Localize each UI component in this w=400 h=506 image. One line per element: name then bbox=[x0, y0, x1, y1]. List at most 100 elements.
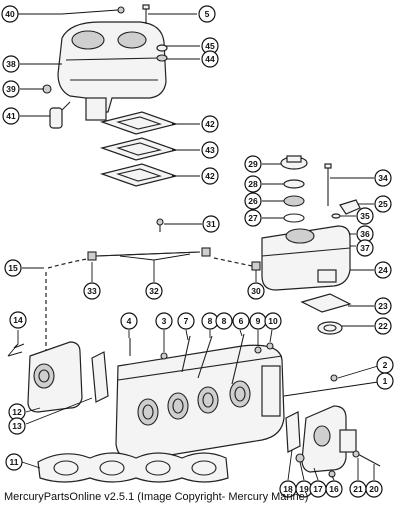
callout-35: 35 bbox=[356, 207, 374, 225]
washer-part-45 bbox=[156, 44, 168, 52]
callout-4: 4 bbox=[120, 312, 138, 330]
gasket-part-42-lower bbox=[99, 163, 179, 187]
callout-37: 37 bbox=[356, 239, 374, 257]
callout-34: 34 bbox=[374, 169, 392, 187]
callout-5: 5 bbox=[198, 5, 216, 23]
gasket-part-11 bbox=[37, 452, 229, 483]
callout-22: 22 bbox=[374, 317, 392, 335]
svg-text:24: 24 bbox=[378, 265, 388, 275]
svg-text:2: 2 bbox=[383, 360, 388, 370]
svg-text:34: 34 bbox=[378, 173, 388, 183]
svg-text:10: 10 bbox=[268, 316, 278, 326]
svg-text:33: 33 bbox=[87, 286, 97, 296]
gasket-part-23 bbox=[300, 293, 352, 313]
svg-text:17: 17 bbox=[313, 484, 323, 494]
callout-25: 25 bbox=[374, 195, 392, 213]
o-ring-part-27 bbox=[283, 213, 305, 223]
small-parts-16-18-20-21 bbox=[295, 450, 381, 478]
washer-part-35 bbox=[331, 213, 341, 219]
callout-15: 15 bbox=[4, 259, 22, 277]
callout-18: 18 bbox=[279, 480, 297, 498]
gasket-part-43 bbox=[99, 137, 179, 161]
gasket-part-28 bbox=[283, 179, 305, 189]
seal-part-26 bbox=[283, 195, 305, 207]
callout-38: 38 bbox=[2, 55, 20, 73]
svg-text:41: 41 bbox=[6, 111, 16, 121]
screw-part-31 bbox=[156, 218, 164, 232]
callout-13: 13 bbox=[8, 417, 26, 435]
gasket-part-13 bbox=[91, 351, 109, 403]
svg-text:9: 9 bbox=[256, 316, 261, 326]
svg-text:5: 5 bbox=[205, 9, 210, 19]
callout-8-a: 8 bbox=[201, 312, 219, 330]
callout-44: 44 bbox=[201, 50, 219, 68]
svg-text:43: 43 bbox=[205, 145, 215, 155]
callout-30: 30 bbox=[247, 282, 265, 300]
svg-text:42: 42 bbox=[205, 171, 215, 181]
svg-text:12: 12 bbox=[12, 407, 22, 417]
svg-text:26: 26 bbox=[248, 196, 258, 206]
callout-42-lower: 42 bbox=[201, 167, 219, 185]
leader-lines bbox=[7, 9, 379, 481]
pressure-cap-part-29 bbox=[280, 155, 308, 170]
callout-33: 33 bbox=[83, 282, 101, 300]
callout-2: 2 bbox=[376, 356, 394, 374]
svg-text:35: 35 bbox=[360, 211, 370, 221]
svg-text:4: 4 bbox=[127, 316, 132, 326]
svg-text:27: 27 bbox=[248, 213, 258, 223]
hose-assembly bbox=[45, 247, 261, 350]
svg-text:16: 16 bbox=[329, 484, 339, 494]
svg-text:15: 15 bbox=[8, 263, 18, 273]
drain-plug-part-40 bbox=[117, 6, 125, 14]
svg-text:28: 28 bbox=[248, 179, 258, 189]
callout-8-b: 8 bbox=[215, 312, 233, 330]
thermostat-housing-part-17 bbox=[301, 405, 357, 473]
nut-part-44 bbox=[156, 54, 168, 62]
svg-text:40: 40 bbox=[5, 9, 15, 19]
svg-text:42: 42 bbox=[205, 119, 215, 129]
clip-part-25 bbox=[339, 199, 361, 215]
callout-17: 17 bbox=[309, 480, 327, 498]
fitting-part-39 bbox=[42, 84, 52, 94]
svg-text:11: 11 bbox=[10, 457, 19, 467]
svg-text:18: 18 bbox=[283, 484, 293, 494]
callout-16: 16 bbox=[325, 480, 343, 498]
callout-26: 26 bbox=[244, 192, 262, 210]
callout-3: 3 bbox=[155, 312, 173, 330]
callout-42-upper: 42 bbox=[201, 115, 219, 133]
callout-9: 9 bbox=[249, 312, 267, 330]
callout-31: 31 bbox=[202, 215, 220, 233]
studs-parts-3-10 bbox=[129, 333, 338, 385]
svg-text:19: 19 bbox=[299, 484, 309, 494]
svg-text:39: 39 bbox=[6, 84, 16, 94]
svg-text:22: 22 bbox=[378, 321, 388, 331]
gasket-part-42-upper bbox=[99, 111, 179, 135]
callout-14: 14 bbox=[9, 311, 27, 329]
callout-41: 41 bbox=[2, 107, 20, 125]
callout-39: 39 bbox=[2, 80, 20, 98]
callouts: 40 5 45 44 38 39 41 42 43 42 29 28 26 27… bbox=[1, 5, 394, 498]
reservoir-tank-part-24 bbox=[261, 225, 351, 291]
svg-text:45: 45 bbox=[205, 41, 215, 51]
callout-24: 24 bbox=[374, 261, 392, 279]
callout-11: 11 bbox=[5, 453, 23, 471]
callout-29: 29 bbox=[244, 155, 262, 173]
svg-text:7: 7 bbox=[184, 316, 189, 326]
svg-text:1: 1 bbox=[383, 376, 388, 386]
svg-text:44: 44 bbox=[205, 54, 215, 64]
callout-40: 40 bbox=[1, 5, 19, 23]
svg-text:6: 6 bbox=[239, 316, 244, 326]
callout-21: 21 bbox=[349, 480, 367, 498]
svg-text:31: 31 bbox=[206, 219, 216, 229]
svg-text:3: 3 bbox=[162, 316, 167, 326]
svg-text:38: 38 bbox=[6, 59, 16, 69]
callout-43: 43 bbox=[201, 141, 219, 159]
svg-text:23: 23 bbox=[378, 301, 388, 311]
svg-text:8: 8 bbox=[208, 316, 213, 326]
callout-32: 32 bbox=[145, 282, 163, 300]
svg-text:37: 37 bbox=[360, 243, 370, 253]
svg-text:21: 21 bbox=[353, 484, 363, 494]
callout-23: 23 bbox=[374, 297, 392, 315]
callout-28: 28 bbox=[244, 175, 262, 193]
